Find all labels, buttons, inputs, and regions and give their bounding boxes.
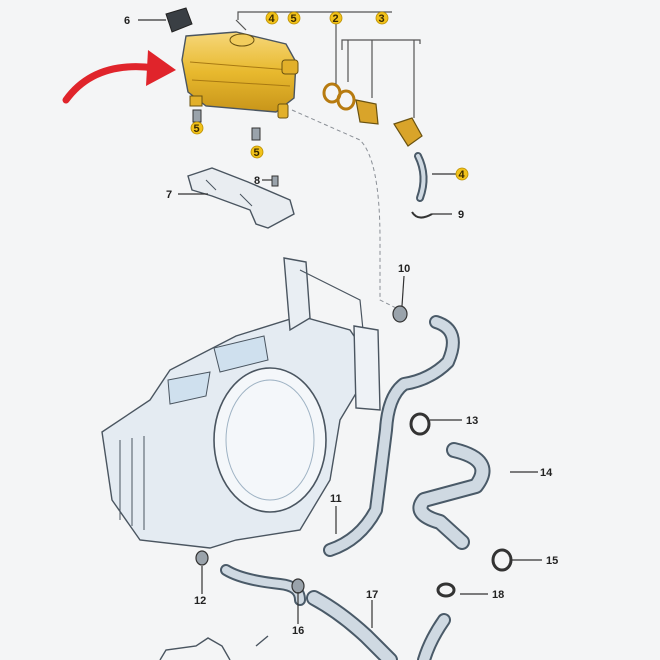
callout-18: 18 [492, 589, 504, 601]
callout-5-mid: 5 [254, 147, 260, 159]
callout-7: 7 [166, 189, 172, 201]
callout-12: 12 [194, 595, 206, 607]
callout-17: 17 [366, 589, 378, 601]
callout-5-left: 5 [194, 123, 200, 135]
callout-6: 6 [124, 15, 130, 27]
callout-labels: 6 4 5 2 3 5 5 4 7 8 9 10 11 12 13 14 15 … [124, 11, 558, 637]
seal-rings [322, 82, 423, 147]
callout-4-top: 4 [269, 13, 276, 25]
callout-2: 2 [333, 13, 339, 25]
tank-cap [165, 7, 193, 33]
hose-clamps [195, 305, 513, 598]
coolant-expansion-tank [181, 31, 299, 119]
fan-shroud-radiator [101, 257, 381, 549]
callout-13: 13 [466, 415, 478, 427]
callout-9: 9 [458, 209, 464, 221]
leader-lines [138, 19, 542, 628]
callout-3: 3 [379, 13, 385, 25]
callout-11: 11 [330, 493, 342, 505]
callout-10: 10 [398, 263, 410, 275]
callout-16: 16 [292, 625, 304, 637]
bolts [192, 109, 279, 187]
callout-14: 14 [540, 467, 553, 479]
red-curved-arrow-icon [62, 50, 176, 104]
callout-15: 15 [546, 555, 558, 567]
callout-5-top: 5 [291, 13, 297, 25]
callout-4-right: 4 [459, 169, 466, 181]
callout-8: 8 [254, 175, 260, 187]
